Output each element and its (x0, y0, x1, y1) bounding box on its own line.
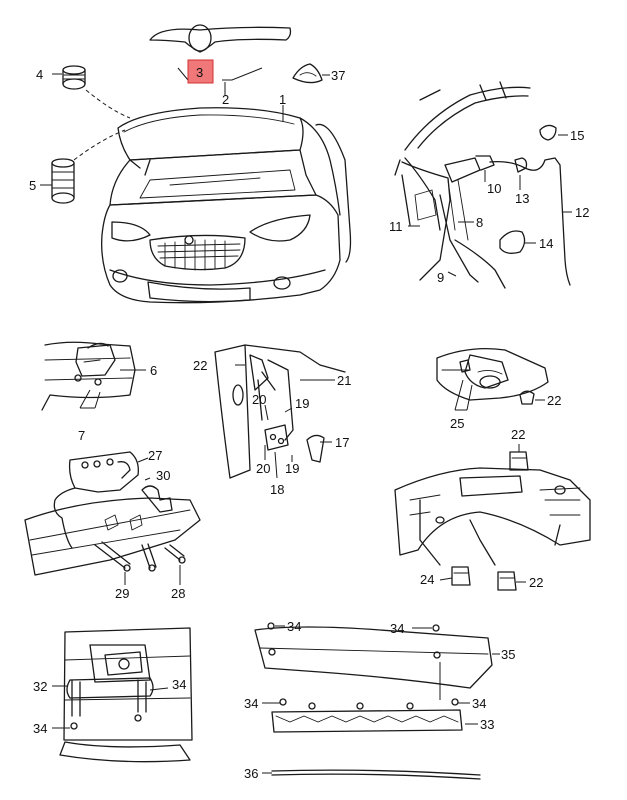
emblem-ring (188, 24, 212, 52)
catch-plate-panel (52, 627, 193, 763)
callout-33[interactable]: 33 (480, 717, 494, 732)
callout-7[interactable]: 7 (78, 428, 85, 443)
callout-9[interactable]: 9 (437, 270, 444, 285)
callout-35[interactable]: 35 (501, 647, 515, 662)
callout-4[interactable]: 4 (36, 67, 43, 82)
car-front-view (101, 107, 352, 304)
bump-stop-4 (62, 65, 86, 90)
callout-22-plenum-bottom[interactable]: 22 (529, 575, 543, 590)
callout-6[interactable]: 6 (150, 363, 157, 378)
callout-34-cowl-left[interactable]: 34 (287, 619, 301, 634)
callout-25[interactable]: 25 (450, 416, 464, 431)
callout-37[interactable]: 37 (331, 68, 345, 83)
bracket-mount-panel (436, 348, 549, 411)
callout-22-plenum-top[interactable]: 22 (511, 427, 525, 442)
callout-5[interactable]: 5 (29, 178, 36, 193)
lock-mechanism-panel (24, 451, 201, 585)
callout-11[interactable]: 11 (389, 219, 403, 234)
hinge-panel (214, 344, 346, 479)
callout-19-upper[interactable]: 19 (295, 396, 309, 411)
callout-34-plate[interactable]: 34 (172, 677, 186, 692)
rubber-buffer-37 (292, 63, 323, 84)
callout-8[interactable]: 8 (476, 215, 483, 230)
release-cable-panel (394, 81, 572, 289)
callout-2[interactable]: 2 (222, 92, 229, 107)
callout-12[interactable]: 12 (575, 205, 589, 220)
plenum-panel (394, 444, 591, 591)
lock-plate-panel (41, 341, 146, 411)
cowl-panel (254, 622, 500, 780)
callout-3[interactable]: 3 (196, 65, 203, 80)
bump-stop-5 (51, 158, 75, 204)
callout-34-seal-left[interactable]: 34 (244, 696, 258, 711)
callout-20-upper[interactable]: 20 (252, 392, 266, 407)
callout-15[interactable]: 15 (570, 128, 584, 143)
hood-assembly-panel (40, 24, 352, 304)
callout-20-lower[interactable]: 20 (256, 461, 270, 476)
highlighted-callout-box (187, 59, 214, 84)
callout-21[interactable]: 21 (337, 373, 351, 388)
callout-13[interactable]: 13 (515, 191, 529, 206)
callout-32[interactable]: 32 (33, 679, 47, 694)
callout-30[interactable]: 30 (156, 468, 170, 483)
callout-1[interactable]: 1 (279, 92, 286, 107)
callout-36[interactable]: 36 (244, 766, 258, 781)
callout-28[interactable]: 28 (171, 586, 185, 601)
callout-34-cowl-right[interactable]: 34 (390, 621, 404, 636)
callout-18[interactable]: 18 (270, 482, 284, 497)
callout-29[interactable]: 29 (115, 586, 129, 601)
callout-24[interactable]: 24 (420, 572, 434, 587)
callout-19-lower[interactable]: 19 (285, 461, 299, 476)
callout-17[interactable]: 17 (335, 435, 349, 450)
callout-34-plate-lower[interactable]: 34 (33, 721, 47, 736)
callout-34-seal-right[interactable]: 34 (472, 696, 486, 711)
callout-22-bracket[interactable]: 22 (547, 393, 561, 408)
callout-22-hinge[interactable]: 22 (193, 358, 207, 373)
hood-front-seal (149, 26, 292, 53)
callout-27[interactable]: 27 (148, 448, 162, 463)
callout-14[interactable]: 14 (539, 236, 553, 251)
callout-10[interactable]: 10 (487, 181, 501, 196)
